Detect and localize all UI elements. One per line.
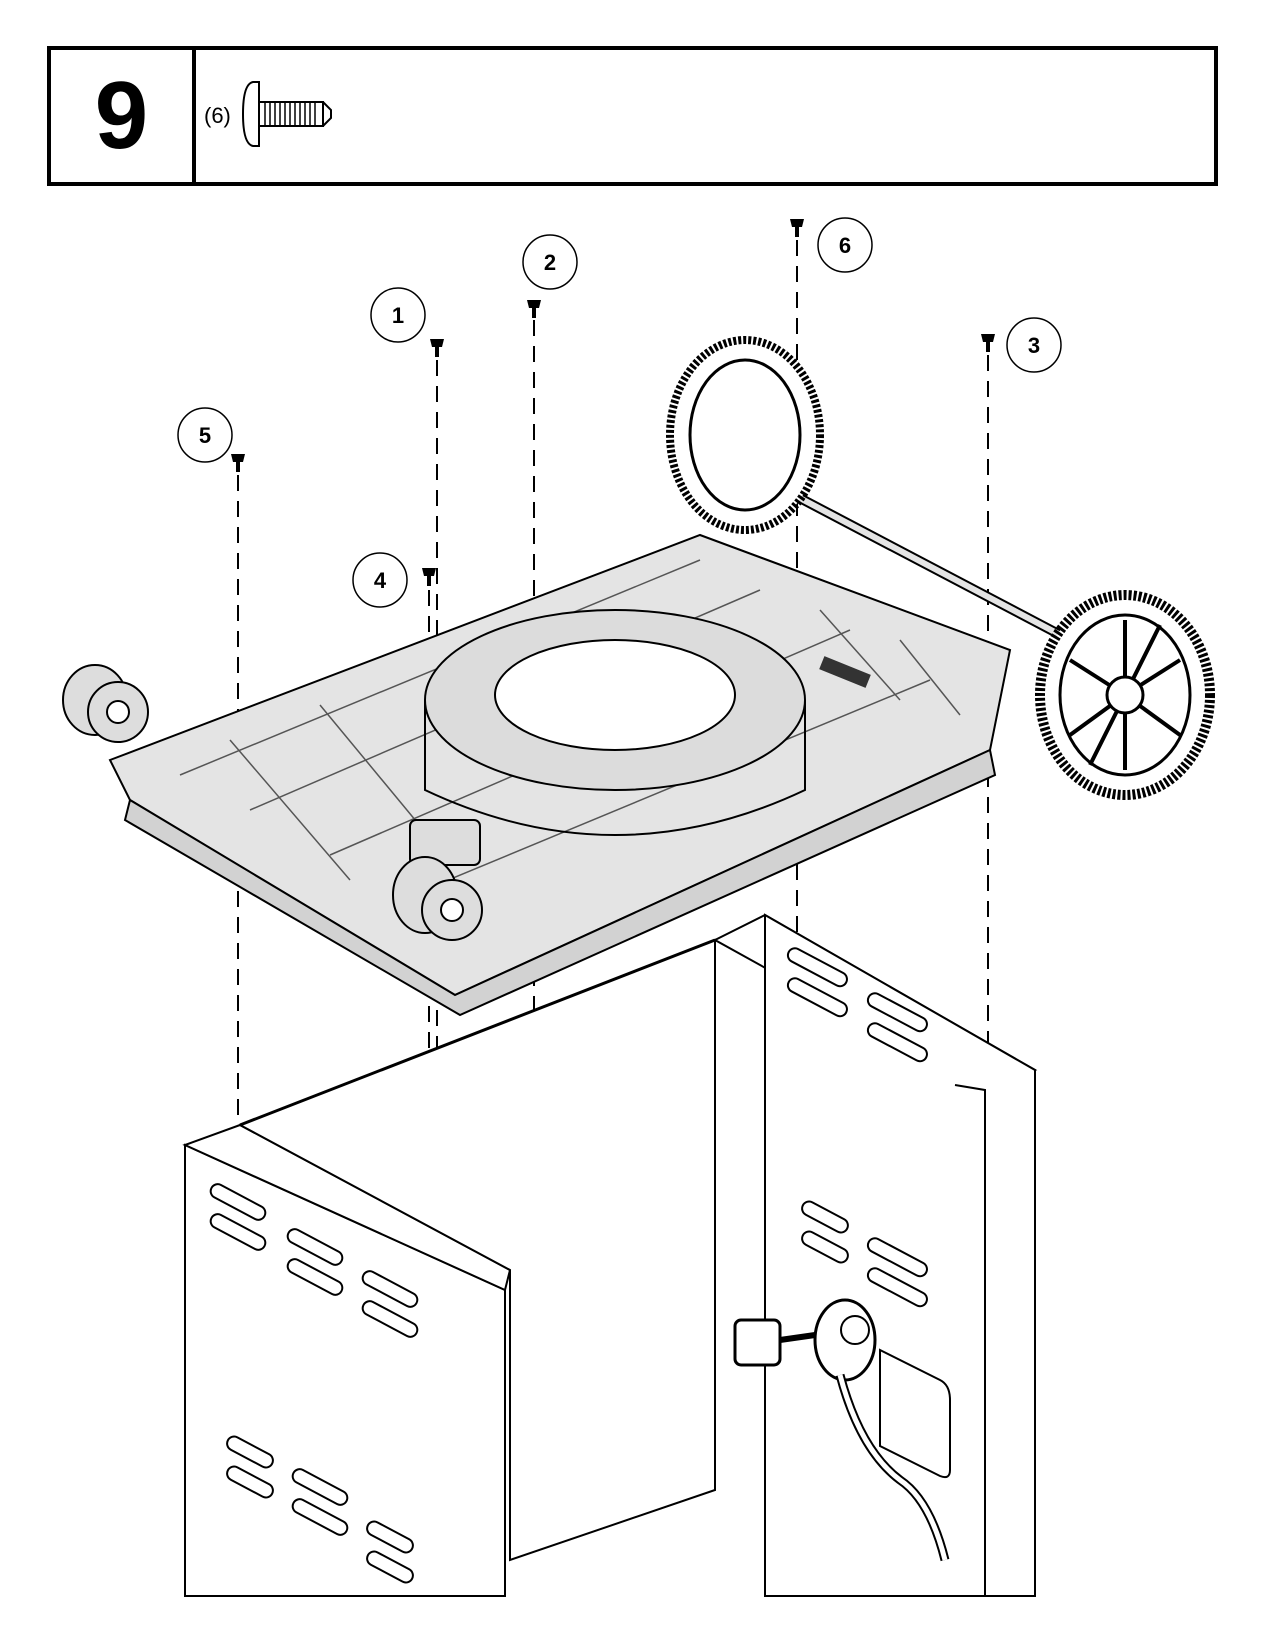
callout-4: 4	[352, 552, 408, 608]
step-header: 9 (6)	[47, 46, 1218, 186]
gas-regulator	[733, 1298, 950, 1562]
screw-quantity: (6)	[204, 103, 231, 128]
step-number: 9	[94, 62, 149, 169]
screw-1	[430, 339, 444, 357]
callout-6-number: 6	[839, 233, 851, 258]
screw-2	[527, 300, 541, 318]
callout-2-number: 2	[544, 250, 556, 275]
access-panel	[879, 1348, 951, 1479]
step-number-box: 9	[51, 50, 196, 182]
callout-1-number: 1	[392, 303, 404, 328]
callout-5: 5	[177, 407, 233, 463]
caster-right	[392, 856, 483, 941]
right-panel-vents	[786, 947, 928, 1308]
cart-base	[108, 533, 1012, 1017]
callout-1: 1	[370, 287, 426, 343]
callout-2: 2	[522, 234, 578, 290]
callout-5-number: 5	[199, 423, 211, 448]
callout-3: 3	[1006, 317, 1062, 373]
cabinet-frame	[182, 913, 1038, 1597]
callout-3-number: 3	[1028, 333, 1040, 358]
left-panel-vents	[209, 1183, 419, 1584]
screw-5	[231, 454, 245, 472]
back-wheel	[666, 336, 824, 534]
front-wheel	[1035, 590, 1215, 800]
callout-4-number: 4	[374, 568, 387, 593]
parts-list: (6)	[196, 50, 337, 182]
caster-left	[62, 664, 149, 743]
callout-6: 6	[817, 217, 873, 273]
screw-icon	[237, 74, 337, 159]
screw-4	[422, 568, 436, 586]
screw-6	[790, 219, 804, 237]
screw-3	[981, 334, 995, 352]
